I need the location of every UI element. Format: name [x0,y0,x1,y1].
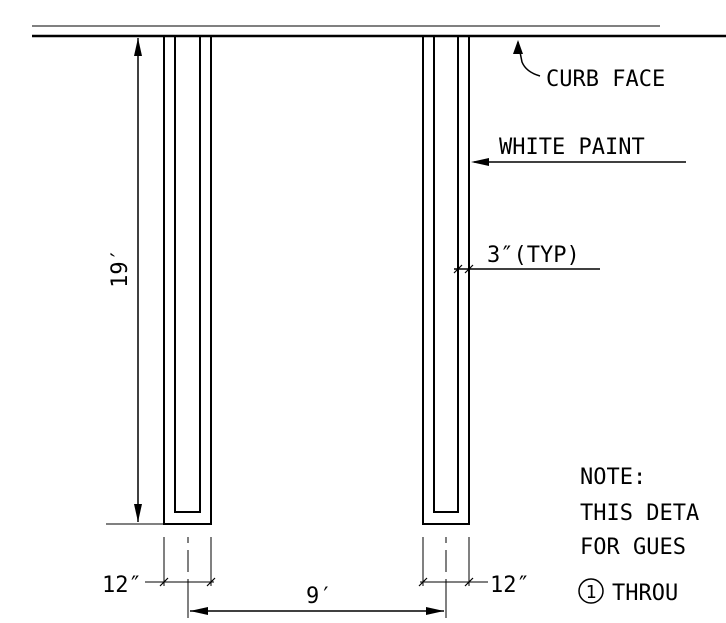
note-heading: NOTE: [580,465,646,490]
note-item-number-circle [578,578,604,604]
three-inch-typ-label: 3″(TYP) [487,243,580,268]
note-line-1: THIS DETA [580,501,699,526]
right-stall-extension-lines [422,537,470,618]
note-item-number: 1 [586,582,597,603]
stripe-width-callout: 3″(TYP) [453,243,600,274]
dimension-9ft-label: 9′ [306,584,333,609]
note-block: NOTE: THIS DETA FOR GUES 1 THROU [578,465,699,606]
white-paint-label: WHITE PAINT [499,135,645,160]
dimension-19ft-label: 19′ [108,248,133,288]
curb-face-label: CURB FACE [546,67,665,92]
dimension-9ft: 9′ [190,584,444,615]
dimension-19ft: 19′ [106,38,164,525]
dimension-12in-left-label: 12″ [102,573,142,598]
dimension-12in-left: 12″ [102,573,216,598]
left-stall-paint-stripe [163,36,212,525]
left-stall-extension-lines [163,537,212,618]
note-item-text: THROU [612,581,678,606]
white-paint-callout: WHITE PAINT [471,135,686,166]
curb-face-callout: CURB FACE [513,40,665,92]
right-stall-paint-stripe [422,36,470,525]
dimension-12in-right: 12″ [418,573,530,598]
dimension-12in-right-label: 12″ [490,573,530,598]
note-line-2: FOR GUES [580,535,686,560]
